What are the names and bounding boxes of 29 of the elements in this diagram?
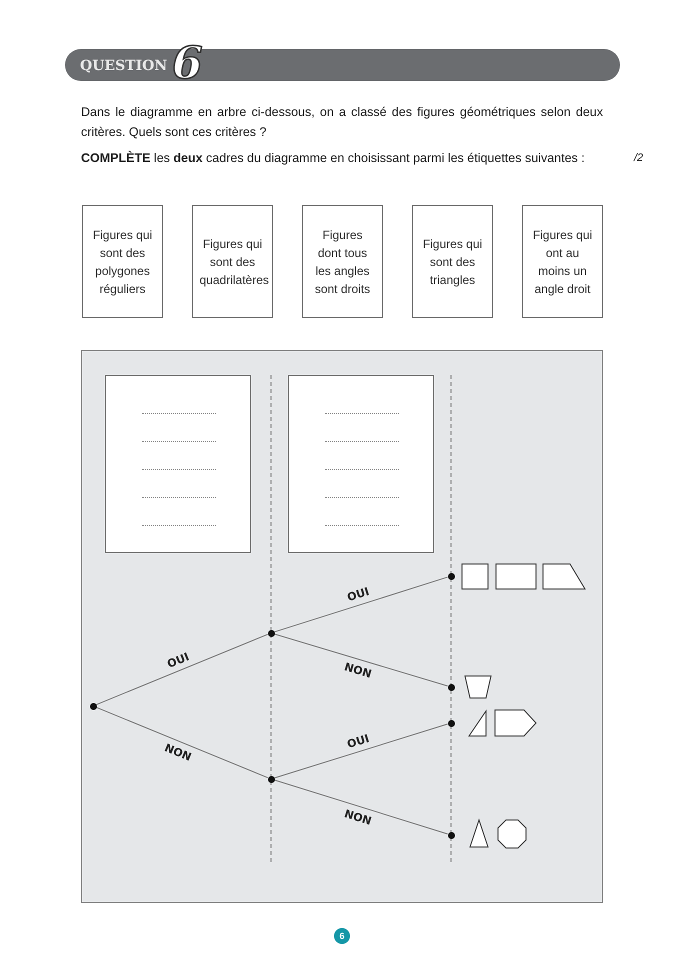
edge-label: NON — [342, 807, 373, 828]
page-number: 6 — [334, 928, 350, 944]
branch-line — [274, 634, 448, 686]
answer-frame — [288, 375, 434, 553]
score-label: /2 — [634, 151, 644, 166]
label-card — [522, 205, 603, 318]
card-text: Figures qui sont des triangles — [422, 236, 484, 288]
branch-line — [96, 634, 268, 706]
edge-label: OUI — [346, 732, 371, 751]
label-card — [192, 205, 273, 318]
question-text: Dans le diagramme en arbre ci-dessous, on a classé des figures géométriques selon deux critères. Quels sont ces critères ? — [81, 104, 603, 141]
branch-line — [274, 724, 448, 778]
instruction-text: COMPLÈTE les deux cadres du diagramme en choisissant parmi les étiquettes suivantes : — [81, 150, 585, 167]
question-number: 6 — [172, 38, 203, 90]
card-text: Figures dont tous les angles sont droits — [314, 226, 372, 298]
edge-label: NON — [342, 660, 373, 681]
branch-line — [274, 780, 448, 834]
label-card — [302, 205, 383, 318]
branch-line — [96, 706, 268, 778]
question-title: QUESTION — [80, 57, 168, 76]
label-card — [412, 205, 493, 318]
card-text: Figures qui sont des polygones réguliers — [92, 226, 154, 298]
label-card — [82, 205, 163, 318]
edge-label: OUI — [346, 585, 371, 605]
branch-line — [274, 576, 448, 632]
edge-label: OUI — [166, 650, 192, 670]
answer-frame — [105, 375, 251, 553]
card-text: Figures qui ont au moins un angle droit — [532, 226, 594, 298]
edge-label: NON — [162, 741, 193, 764]
